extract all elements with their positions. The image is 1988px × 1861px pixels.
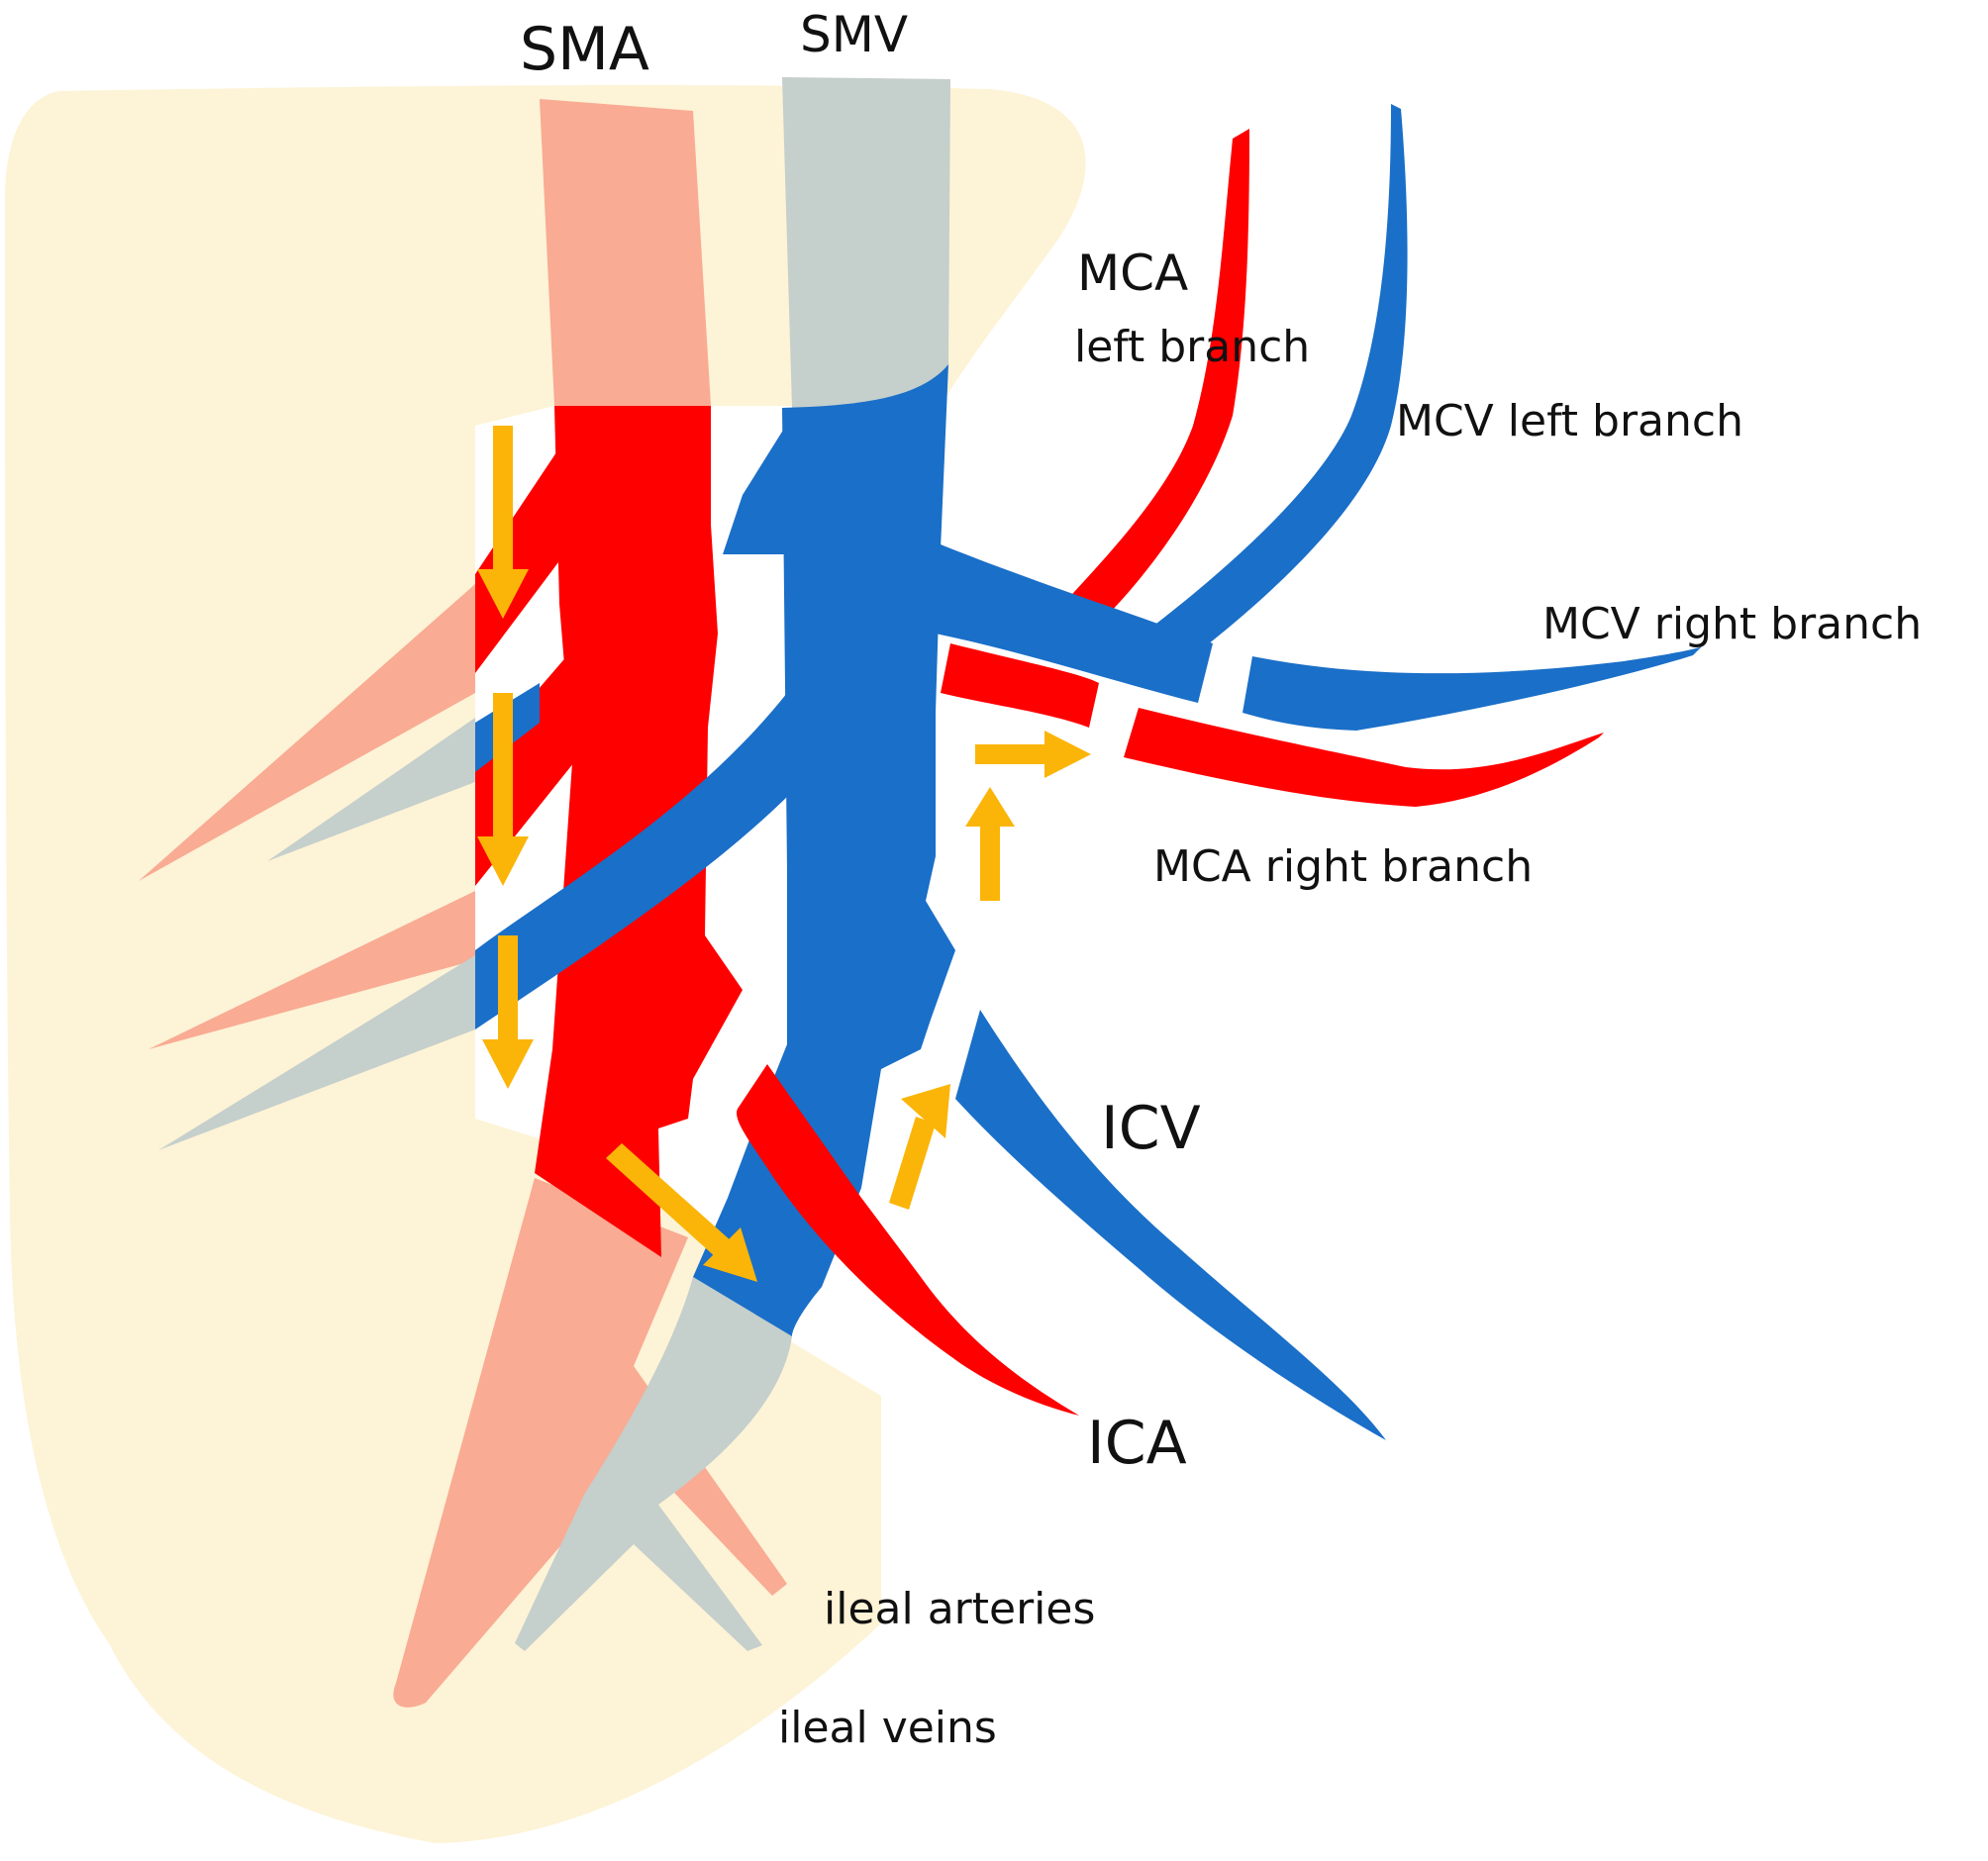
label-mca-right: MCA right branch (1153, 841, 1533, 892)
label-smv: SMV (800, 6, 908, 63)
mca-right-branch-distal (1124, 708, 1604, 807)
ileal-vein-branch-upper (267, 718, 475, 861)
mesentery-background (5, 85, 1086, 1844)
smv-trunk (693, 364, 955, 1336)
arrow-down-3 (482, 935, 534, 1089)
sma-muted-top (540, 99, 711, 406)
mca-right-branch (941, 643, 1099, 728)
arrow-up-lower (889, 1084, 950, 1210)
smv-left-branch-upper (723, 416, 792, 554)
arrow-down-2 (477, 693, 529, 886)
smv-muted-top (782, 77, 950, 408)
mcv-right-branch-distal (1242, 645, 1703, 731)
sma-trunk (535, 406, 743, 1257)
ileal-artery-branch-upper (139, 584, 475, 881)
ica-branch (737, 1064, 1079, 1416)
mcv-right-branch (936, 544, 1213, 703)
ileal-artery-branch-middle (149, 891, 475, 1049)
smv-left-branch-lower (475, 693, 792, 1029)
flow-arrows (477, 426, 1091, 1282)
smv-muted-lower (515, 1277, 792, 1651)
arrow-up-upper (965, 787, 1015, 901)
label-mcv-left: MCV left branch (1396, 396, 1743, 446)
label-ileal-veins: ileal veins (778, 1703, 997, 1753)
label-ileal-arteries: ileal arteries (824, 1584, 1095, 1634)
label-mca-left-line1: MCA (1077, 245, 1188, 302)
ileal-vein-branch-lower (158, 955, 475, 1150)
label-icv: ICV (1101, 1094, 1201, 1163)
label-sma: SMA (520, 15, 649, 84)
label-ica: ICA (1087, 1409, 1187, 1478)
mca-left-branch (1054, 129, 1249, 619)
ileal-artery-lower-branch (396, 1386, 614, 1703)
arrow-diagonal-down-right (606, 1143, 757, 1282)
arrow-down-1 (477, 426, 529, 619)
arrow-right (975, 731, 1091, 778)
icv-branch (955, 1010, 1386, 1440)
label-mca-left-line2: left branch (1074, 322, 1310, 372)
label-mcv-right: MCV right branch (1542, 599, 1922, 649)
mcv-left-branch (1143, 104, 1408, 648)
